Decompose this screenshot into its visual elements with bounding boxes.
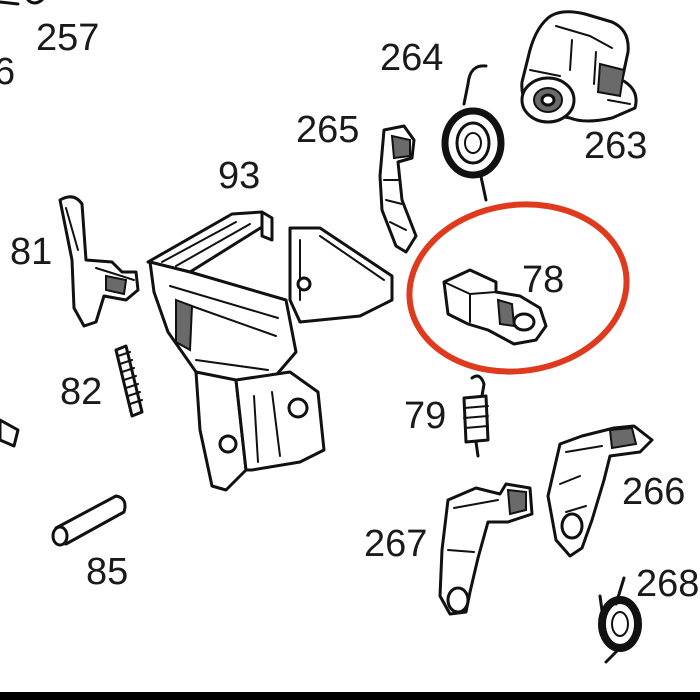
label-part-81: 81 — [10, 231, 52, 273]
pin-left-edge — [0, 418, 20, 448]
label-part-93: 93 — [218, 155, 260, 197]
part-266 — [546, 424, 654, 558]
label-part-264: 264 — [380, 37, 443, 79]
label-part-267: 267 — [364, 523, 427, 565]
label-part-265: 265 — [296, 109, 359, 151]
label-part-85: 85 — [86, 551, 128, 593]
label-part-268: 268 — [636, 563, 699, 605]
part-257-fragment — [0, 0, 44, 6]
part-264 — [441, 64, 505, 202]
label-part-266: 266 — [622, 471, 685, 513]
part-265 — [378, 124, 418, 254]
label-part-263: 263 — [584, 125, 647, 167]
label-part-6: 6 — [0, 51, 15, 93]
label-part-257: 257 — [36, 17, 99, 59]
part-81 — [58, 195, 140, 328]
part-85 — [51, 494, 127, 547]
part-268 — [598, 576, 642, 664]
label-part-78: 78 — [522, 259, 564, 301]
label-part-82: 82 — [60, 371, 102, 413]
part-82 — [114, 344, 144, 418]
bottom-border — [0, 692, 700, 700]
part-93 — [146, 210, 394, 492]
label-part-79: 79 — [404, 395, 446, 437]
part-267 — [438, 482, 534, 616]
part-263 — [520, 10, 638, 124]
part-78 — [442, 268, 548, 346]
part-79 — [462, 374, 490, 458]
highlight-callout-circle — [406, 201, 630, 375]
